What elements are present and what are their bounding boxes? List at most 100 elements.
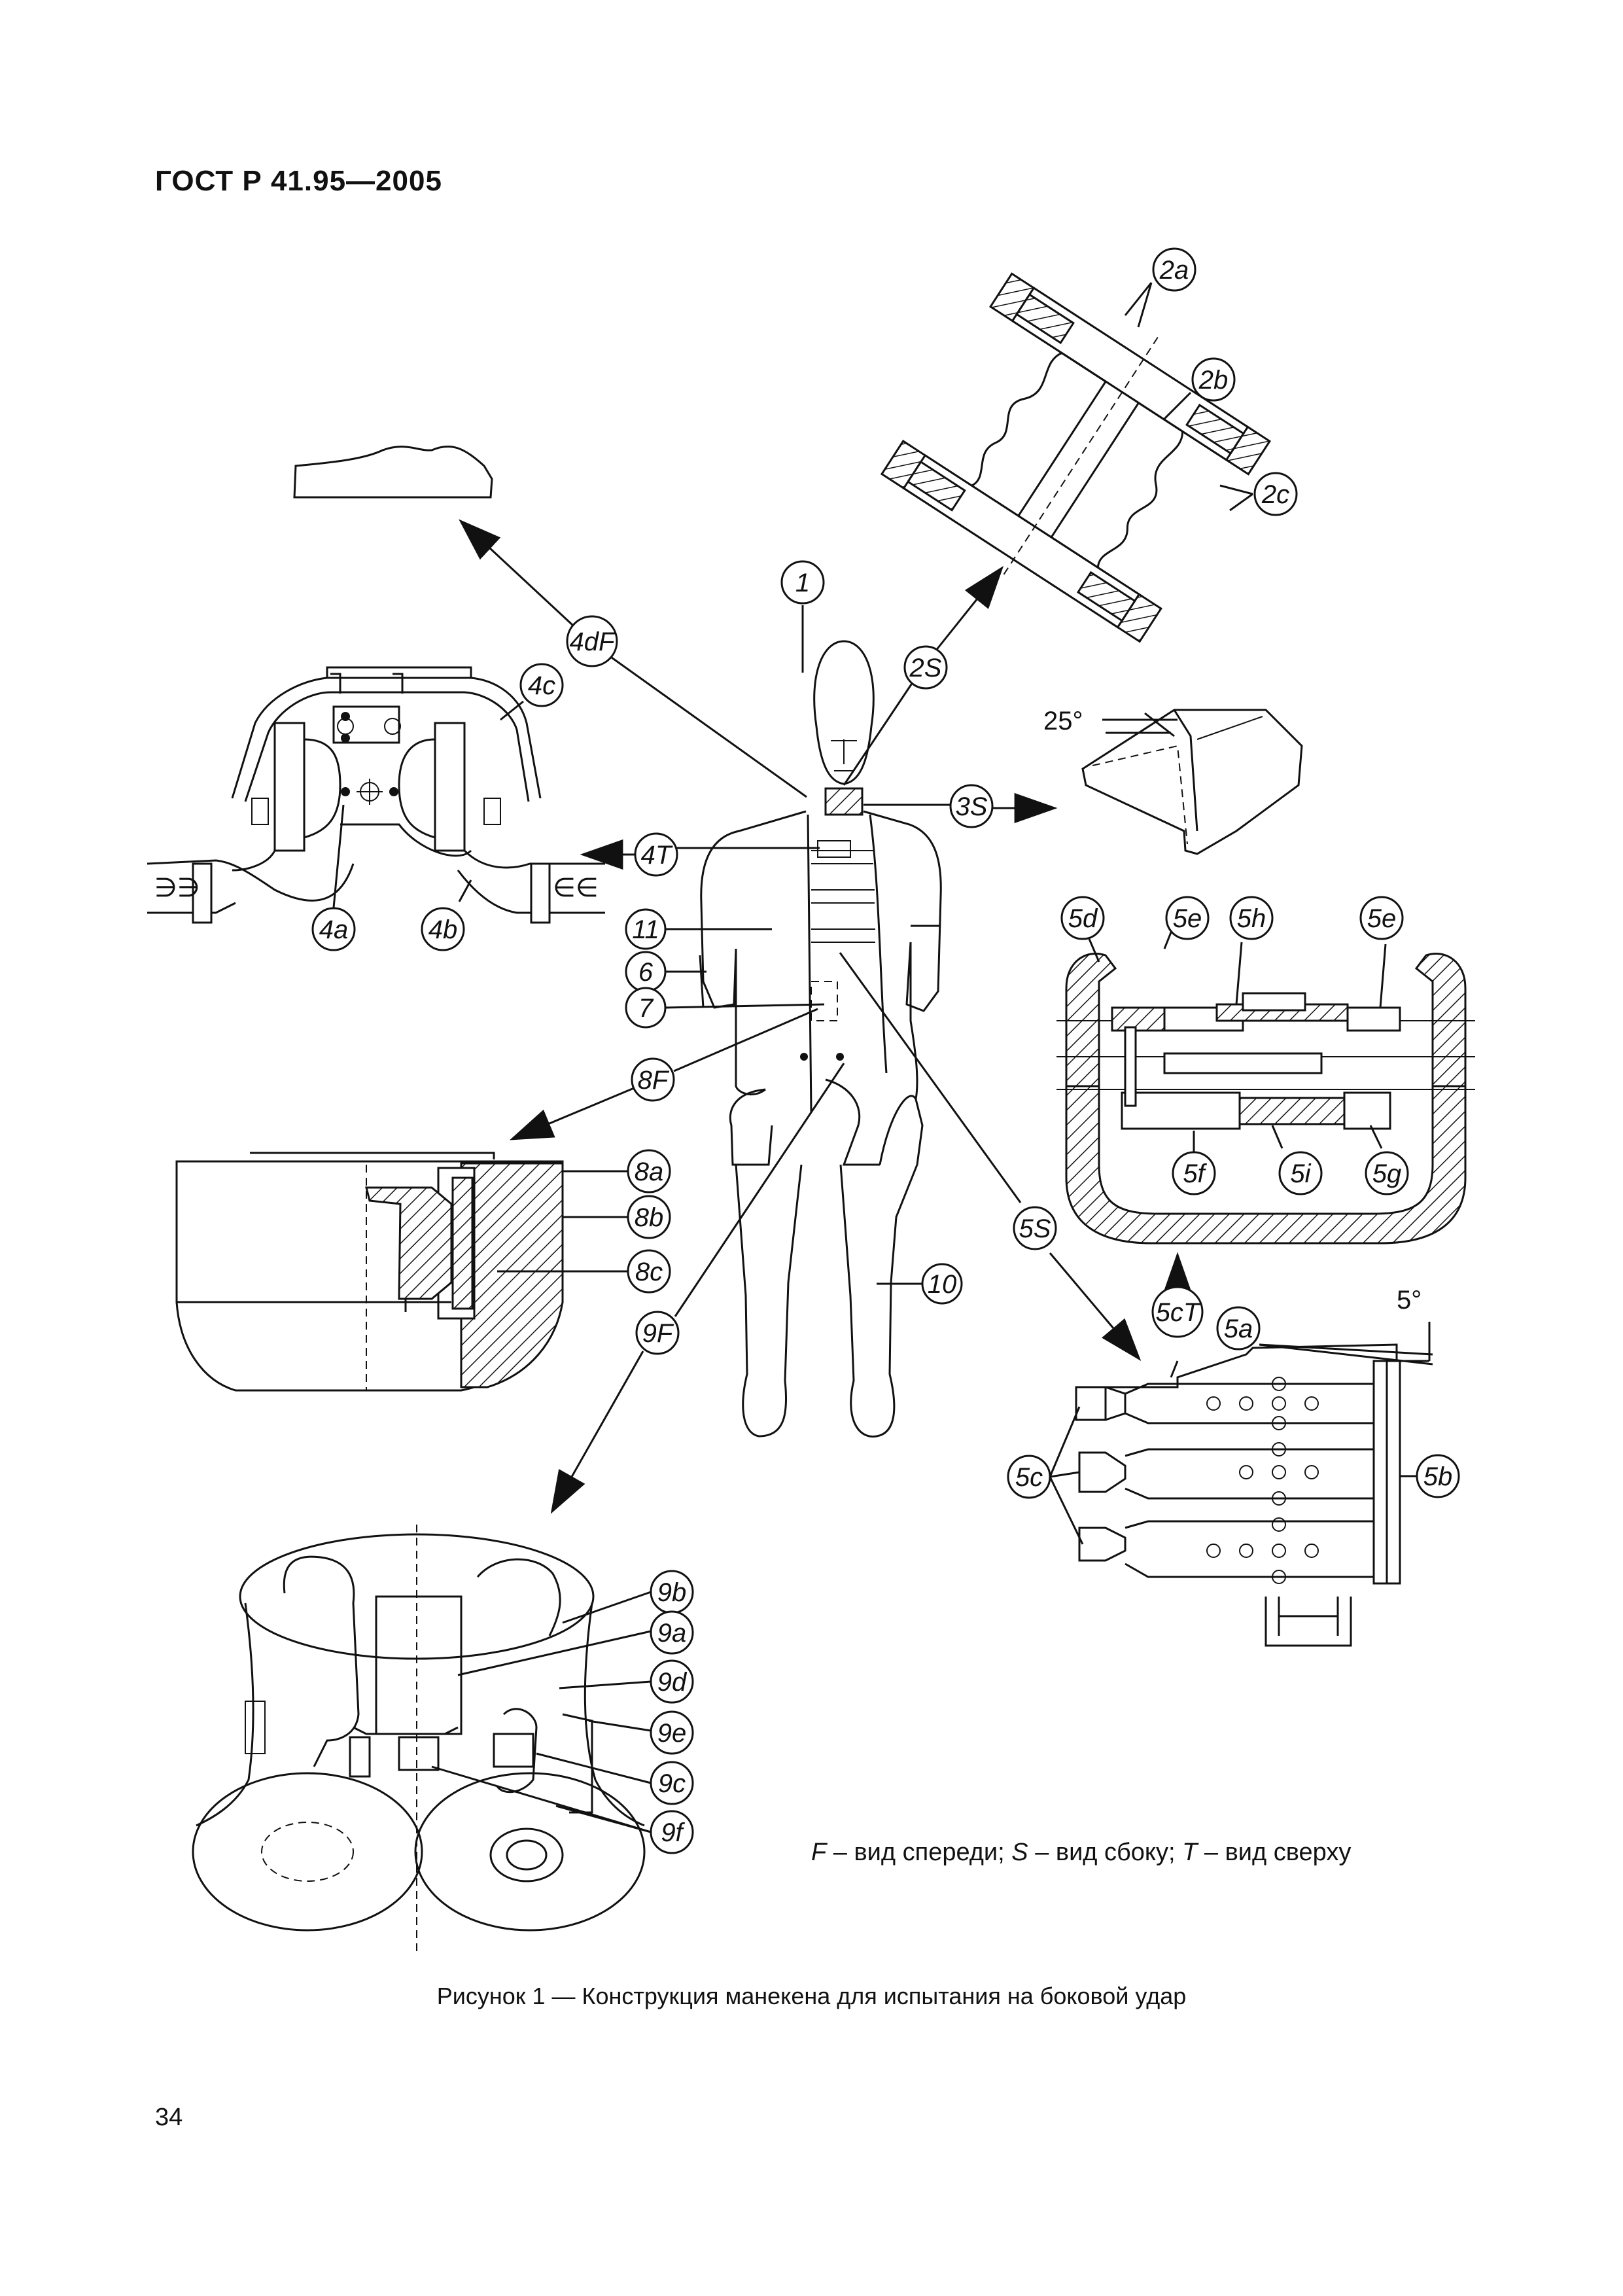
callout-1: 1	[780, 560, 825, 605]
callout-9d-label: 9d	[657, 1668, 688, 1697]
callout-8b: 8b	[627, 1195, 671, 1239]
callout-5i: 5i	[1278, 1151, 1323, 1195]
callout-1-label: 1	[795, 569, 810, 597]
callout-4dF: 4dF	[566, 615, 618, 667]
callout-9F: 9F	[635, 1311, 680, 1355]
callout-2c: 2c	[1253, 472, 1298, 516]
callout-8F: 8F	[631, 1057, 675, 1102]
callout-7: 7	[625, 987, 667, 1029]
callout-8a: 8a	[627, 1149, 671, 1193]
svg-text:∋∋: ∋∋	[154, 874, 200, 902]
callout-4T: 4T	[634, 832, 678, 877]
callout-5h: 5h	[1229, 896, 1274, 940]
legend-side-text: – вид сбоку;	[1028, 1839, 1183, 1866]
callout-2S: 2S	[903, 645, 948, 690]
callout-8b-label: 8b	[635, 1203, 664, 1232]
part-8-arm-section	[175, 1152, 628, 1392]
legend-side-key: S	[1011, 1839, 1028, 1866]
callout-10: 10	[921, 1263, 963, 1305]
part-4d-cap	[293, 445, 493, 499]
dummy-body	[699, 640, 942, 1438]
angle-25-label: 25°	[1043, 707, 1083, 735]
callout-9f-label: 9f	[661, 1818, 685, 1847]
part-9-pelvis-section	[192, 1525, 652, 1953]
callout-10-label: 10	[928, 1270, 957, 1299]
callout-5cT: 5cT	[1151, 1286, 1204, 1338]
callout-5e-left: 5e	[1165, 896, 1210, 940]
callout-9e: 9e	[650, 1710, 694, 1755]
callout-3S: 3S	[949, 784, 994, 828]
callout-5S: 5S	[1013, 1206, 1057, 1250]
callout-4c: 4c	[519, 663, 564, 707]
callout-5S-label: 5S	[1019, 1214, 1051, 1243]
callout-3S-label: 3S	[956, 792, 988, 821]
callout-5cT-label: 5cT	[1156, 1298, 1201, 1327]
callout-8a-label: 8a	[635, 1157, 664, 1186]
callout-5c-label: 5c	[1015, 1463, 1043, 1492]
part-4-shoulder-assembly: ∋∋ ∈∈	[147, 666, 605, 924]
callout-4c-label: 4c	[528, 671, 555, 700]
callout-5g-label: 5g	[1372, 1159, 1402, 1188]
leader-lines	[459, 519, 1142, 1514]
legend-front-text: – вид спереди;	[826, 1839, 1012, 1866]
figure-caption: Рисунок 1 — Конструкция манекена для исп…	[436, 1983, 1187, 2009]
callout-5g: 5g	[1365, 1151, 1409, 1195]
callout-9b-label: 9b	[657, 1578, 687, 1607]
callout-2b: 2b	[1191, 357, 1236, 402]
callout-2S-label: 2S	[909, 654, 942, 682]
view-legend: F – вид спереди; S – вид сбоку; T – вид …	[811, 1839, 1351, 1867]
callout-4b-label: 4b	[428, 915, 458, 944]
callout-6: 6	[625, 951, 667, 993]
page-number: 34	[155, 2104, 183, 2131]
callout-11-label: 11	[632, 915, 659, 944]
callout-9c: 9c	[650, 1761, 694, 1805]
callout-8F-label: 8F	[638, 1066, 670, 1095]
callout-9F-label: 9F	[642, 1319, 674, 1348]
callout-9e-label: 9e	[657, 1719, 687, 1748]
callout-5e-right: 5e	[1359, 896, 1404, 940]
legend-front-key: F	[811, 1839, 827, 1866]
callout-9c-label: 9c	[658, 1769, 686, 1798]
callout-9f: 9f	[650, 1810, 694, 1854]
callout-5e-left-label: 5e	[1173, 904, 1202, 933]
callout-9a: 9a	[650, 1610, 694, 1655]
callout-5f: 5f	[1172, 1151, 1216, 1195]
callout-9d: 9d	[650, 1659, 694, 1704]
legend-top-text: – вид сверху	[1197, 1839, 1352, 1866]
callout-4a: 4a	[311, 907, 356, 951]
callout-2a: 2a	[1152, 247, 1196, 292]
callout-2c-label: 2c	[1261, 480, 1289, 509]
svg-text:∈∈: ∈∈	[553, 874, 599, 902]
part-5c-rib-modules	[1049, 1322, 1433, 1647]
callout-4b: 4b	[421, 907, 465, 951]
callout-5a: 5a	[1216, 1306, 1261, 1351]
callout-8c-label: 8c	[635, 1258, 663, 1286]
callout-4dF-label: 4dF	[570, 627, 616, 656]
callout-9a-label: 9a	[657, 1619, 687, 1648]
callout-5d: 5d	[1060, 896, 1105, 940]
callout-5f-label: 5f	[1183, 1159, 1207, 1188]
callout-8c: 8c	[627, 1249, 671, 1294]
callout-5d-label: 5d	[1068, 904, 1098, 933]
callout-5e-right-label: 5e	[1367, 904, 1397, 933]
callout-4a-label: 4a	[319, 915, 349, 944]
callout-5h-label: 5h	[1237, 904, 1266, 933]
angle-5-label: 5°	[1397, 1286, 1422, 1315]
callout-11: 11	[625, 908, 667, 950]
legend-top-key: T	[1182, 1839, 1198, 1866]
callout-5b-label: 5b	[1423, 1462, 1453, 1491]
part-3-rib-wedge	[1081, 709, 1303, 855]
callout-5c: 5c	[1007, 1455, 1051, 1499]
callout-2b-label: 2b	[1198, 366, 1229, 395]
part-5-thorax-section	[1056, 915, 1475, 1296]
callout-6-label: 6	[638, 958, 654, 987]
page-header: ГОСТ Р 41.95—2005	[155, 165, 442, 197]
callout-5a-label: 5a	[1224, 1315, 1253, 1343]
callout-2a-label: 2a	[1159, 256, 1189, 285]
callout-5b: 5b	[1416, 1454, 1460, 1498]
callout-7-label: 7	[638, 994, 654, 1023]
callout-5i-label: 5i	[1290, 1159, 1311, 1188]
callout-4T-label: 4T	[641, 841, 673, 870]
part-2-neck-assembly	[880, 272, 1272, 643]
